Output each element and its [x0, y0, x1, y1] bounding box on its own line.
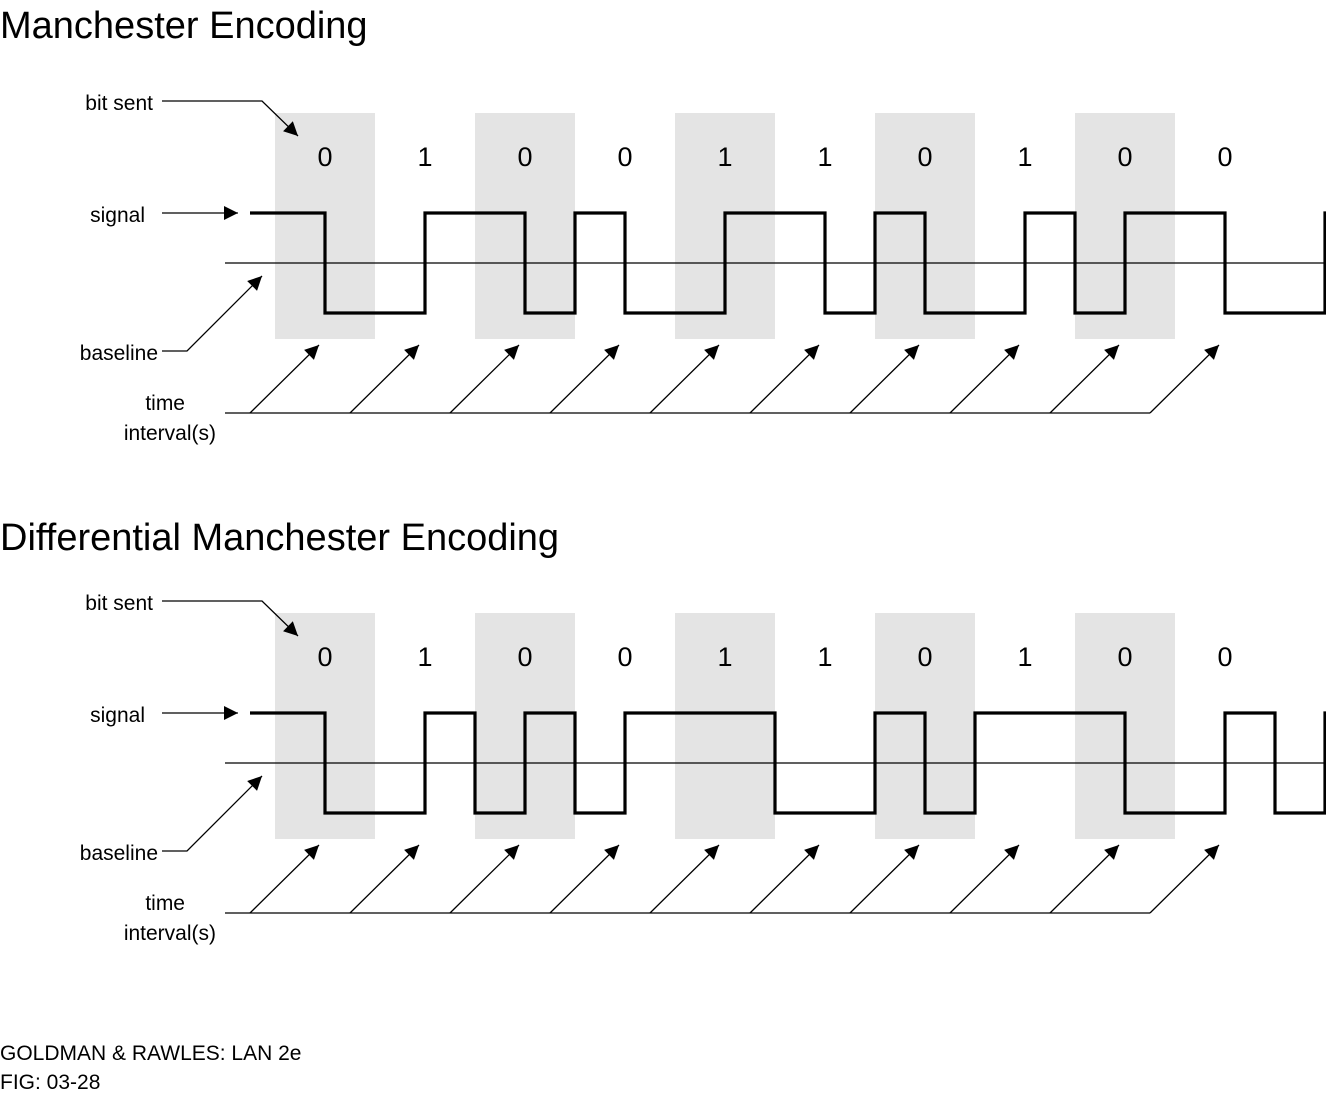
bit-values: 0 1 0 0 1 1 0 1 0 0: [317, 142, 1232, 172]
bit-value: 1: [817, 642, 832, 672]
time-interval-arrow: [349, 844, 420, 914]
time-interval-arrow: [949, 344, 1020, 414]
time-interval-arrow: [249, 844, 320, 914]
time-interval-arrow: [1049, 344, 1120, 414]
signal-label: signal: [90, 204, 145, 227]
time-interval-arrow: [849, 344, 920, 414]
signal-waveform: [250, 211, 1326, 315]
credit-line-2: FIG: 03-28: [0, 1071, 100, 1094]
time-interval-arrow: [249, 344, 320, 414]
baseline-pointer: [162, 275, 263, 352]
bit-value: 0: [617, 142, 632, 172]
baseline-label: baseline: [80, 842, 158, 865]
bit-value: 0: [917, 642, 932, 672]
bit-value: 0: [1217, 142, 1232, 172]
bit-value: 1: [717, 142, 732, 172]
bit-value: 1: [417, 642, 432, 672]
bit-value: 0: [317, 142, 332, 172]
shaded-interval: [675, 613, 775, 839]
bit-value: 1: [717, 642, 732, 672]
time-interval-arrows: [249, 344, 1220, 414]
bit-value: 0: [517, 142, 532, 172]
bit-values: 0 1 0 0 1 1 0 1 0 0: [317, 642, 1232, 672]
time-label: time: [145, 392, 185, 415]
bit-value: 0: [1117, 142, 1132, 172]
time-interval-arrow: [949, 844, 1020, 914]
bit-value: 0: [317, 642, 332, 672]
time-interval-arrow: [449, 844, 520, 914]
bit-value: 0: [917, 142, 932, 172]
time-interval-label: interval(s): [124, 922, 216, 945]
time-interval-arrow: [749, 844, 820, 914]
time-interval-arrow: [849, 844, 920, 914]
signal-waveform: [250, 711, 1326, 815]
time-interval-arrow: [1049, 844, 1120, 914]
time-interval-arrow: [1149, 344, 1220, 414]
bit-value: 0: [1217, 642, 1232, 672]
credit-line-1: GOLDMAN & RAWLES: LAN 2e: [0, 1042, 301, 1065]
signal-label: signal: [90, 704, 145, 727]
bit-value: 1: [1017, 642, 1032, 672]
time-interval-arrow: [549, 844, 620, 914]
time-interval-label: interval(s): [124, 422, 216, 445]
time-interval-arrow: [449, 344, 520, 414]
bit-sent-pointer: [162, 600, 299, 637]
section-title: Differential Manchester Encoding: [0, 517, 559, 559]
bit-sent-label: bit sent: [85, 592, 153, 615]
time-interval-arrow: [1149, 844, 1220, 914]
bit-sent-label: bit sent: [85, 92, 153, 115]
section-title: Manchester Encoding: [0, 5, 368, 47]
time-label: time: [145, 892, 185, 915]
time-interval-arrow: [749, 344, 820, 414]
time-interval-arrow: [549, 344, 620, 414]
time-interval-arrow: [649, 344, 720, 414]
bit-value: 0: [617, 642, 632, 672]
bit-sent-pointer: [162, 100, 299, 137]
bit-value: 1: [1017, 142, 1032, 172]
baseline-pointer: [162, 775, 263, 852]
time-interval-arrows: [249, 844, 1220, 914]
baseline-label: baseline: [80, 342, 158, 365]
bit-value: 1: [417, 142, 432, 172]
bit-value: 0: [517, 642, 532, 672]
bit-value: 1: [817, 142, 832, 172]
time-interval-arrow: [649, 844, 720, 914]
bit-value: 0: [1117, 642, 1132, 672]
time-interval-arrow: [349, 344, 420, 414]
